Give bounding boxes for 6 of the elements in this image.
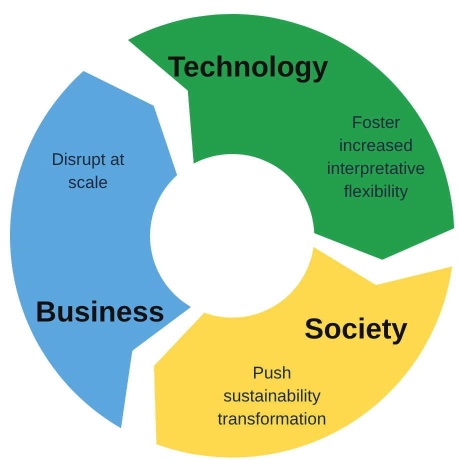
segment-heading: Business [36,296,164,330]
segment-heading: Technology [168,51,328,84]
segment-heading: Society [304,313,408,346]
segment-text: Disrupt at scale [50,149,126,194]
segment-text: Foster increased interpretative flexibility [326,112,426,203]
segment-text: Push sustainability transformation [216,362,328,430]
